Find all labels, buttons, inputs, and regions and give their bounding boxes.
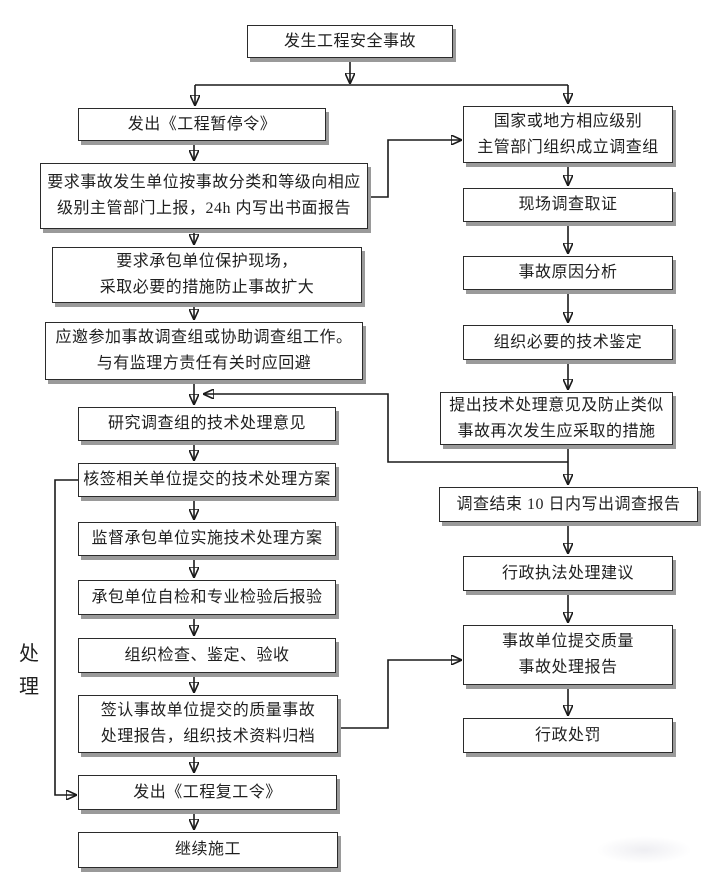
node-site-evidence-label: 现场调查取证 xyxy=(518,196,618,213)
node-supervise-plan: 监督承包单位实施技术处理方案 xyxy=(78,522,336,556)
node-propose-measures-line1: 提出技术处理意见及防止类似 xyxy=(449,396,664,414)
node-form-team: 国家或地方相应级别 主管部门组织成立调查组 xyxy=(463,106,673,163)
node-organize-acceptance-label: 组织检查、鉴定、验收 xyxy=(124,646,290,664)
node-resume-order-label: 发出《工程复工令》 xyxy=(133,783,282,801)
node-protect-site: 要求承包单位保护现场， 采取必要的措施防止事故扩大 xyxy=(52,247,362,303)
node-form-team-line2: 主管部门组织成立调查组 xyxy=(477,138,659,156)
node-protect-site-line1: 要求承包单位保护现场， xyxy=(116,253,298,270)
node-join-investigation: 应邀参加事故调查组或协助调查组工作。 与有监理方责任有关时应回避 xyxy=(45,322,363,380)
node-investigation-report: 调查结束 10 日内写出调查报告 xyxy=(439,487,698,522)
node-sign-archive-line1: 签认事故单位提交的质量事故 xyxy=(100,702,316,719)
node-admin-penalty-label: 行政处罚 xyxy=(534,726,601,744)
node-investigation-report-label: 调查结束 10 日内写出调查报告 xyxy=(456,495,681,513)
node-tech-appraisal: 组织必要的技术鉴定 xyxy=(463,325,673,360)
side-label-handling: 处理 xyxy=(19,643,39,698)
node-stop-order: 发出《工程暂停令》 xyxy=(78,108,326,141)
node-start-label: 发生工程安全事故 xyxy=(283,32,416,50)
node-form-team-line1: 国家或地方相应级别 xyxy=(493,112,643,130)
node-cause-analysis: 事故原因分析 xyxy=(463,256,673,290)
node-enforcement-advice: 行政执法处理建议 xyxy=(463,556,673,591)
watermark-blob xyxy=(596,836,692,864)
node-sign-archive: 签认事故单位提交的质量事故 处理报告，组织技术资料归档 xyxy=(78,695,338,753)
node-resume-order: 发出《工程复工令》 xyxy=(78,775,337,810)
node-cause-analysis-label: 事故原因分析 xyxy=(518,264,618,281)
node-submit-quality-report-line1: 事故单位提交质量 xyxy=(501,633,634,650)
node-verify-plan-label: 核签相关单位提交的技术处理方案 xyxy=(83,471,331,488)
node-site-evidence: 现场调查取证 xyxy=(463,188,673,222)
node-contractor-check: 承包单位自检和专业检验后报验 xyxy=(78,580,336,615)
node-start: 发生工程安全事故 xyxy=(247,25,453,58)
node-propose-measures: 提出技术处理意见及防止类似 事故再次发生应采取的措施 xyxy=(440,392,673,445)
elbow-verify-to-resume xyxy=(54,479,78,795)
node-admin-penalty: 行政处罚 xyxy=(463,718,673,753)
node-join-investigation-line2: 与有监理方责任有关时应回避 xyxy=(96,355,312,372)
node-stop-order-label: 发出《工程暂停令》 xyxy=(127,115,277,133)
node-organize-acceptance: 组织检查、鉴定、验收 xyxy=(78,638,336,673)
node-submit-quality-report-line2: 事故处理报告 xyxy=(518,659,618,676)
node-contractor-check-label: 承包单位自检和专业检验后报验 xyxy=(91,588,323,606)
node-join-investigation-line1: 应邀参加事故调查组或协助调查组工作。 xyxy=(55,329,353,346)
node-verify-plan: 核签相关单位提交的技术处理方案 xyxy=(78,463,336,497)
node-study-opinion: 研究调查组的技术处理意见 xyxy=(78,407,336,441)
node-report-24h-line1: 要求事故发生单位按事故分类和等级向相应 xyxy=(47,174,361,191)
node-propose-measures-line2: 事故再次发生应采取的措施 xyxy=(457,422,656,440)
node-protect-site-line2: 采取必要的措施防止事故扩大 xyxy=(99,279,315,296)
elbow-report-to-team xyxy=(368,140,461,198)
node-report-24h-line2: 级别主管部门上报，24h 内写出书面报告 xyxy=(56,200,351,217)
node-study-opinion-label: 研究调查组的技术处理意见 xyxy=(107,415,306,432)
node-supervise-plan-label: 监督承包单位实施技术处理方案 xyxy=(91,530,323,547)
node-tech-appraisal-label: 组织必要的技术鉴定 xyxy=(493,333,643,351)
node-sign-archive-line2: 处理报告，组织技术资料归档 xyxy=(100,728,316,745)
node-continue-construction-label: 继续施工 xyxy=(174,841,241,858)
node-enforcement-advice-label: 行政执法处理建议 xyxy=(501,564,634,582)
node-submit-quality-report: 事故单位提交质量 事故处理报告 xyxy=(463,625,673,685)
node-continue-construction: 继续施工 xyxy=(78,832,338,868)
elbow-sign-to-submit xyxy=(338,660,461,729)
node-report-24h: 要求事故发生单位按事故分类和等级向相应 级别主管部门上报，24h 内写出书面报告 xyxy=(40,163,368,229)
